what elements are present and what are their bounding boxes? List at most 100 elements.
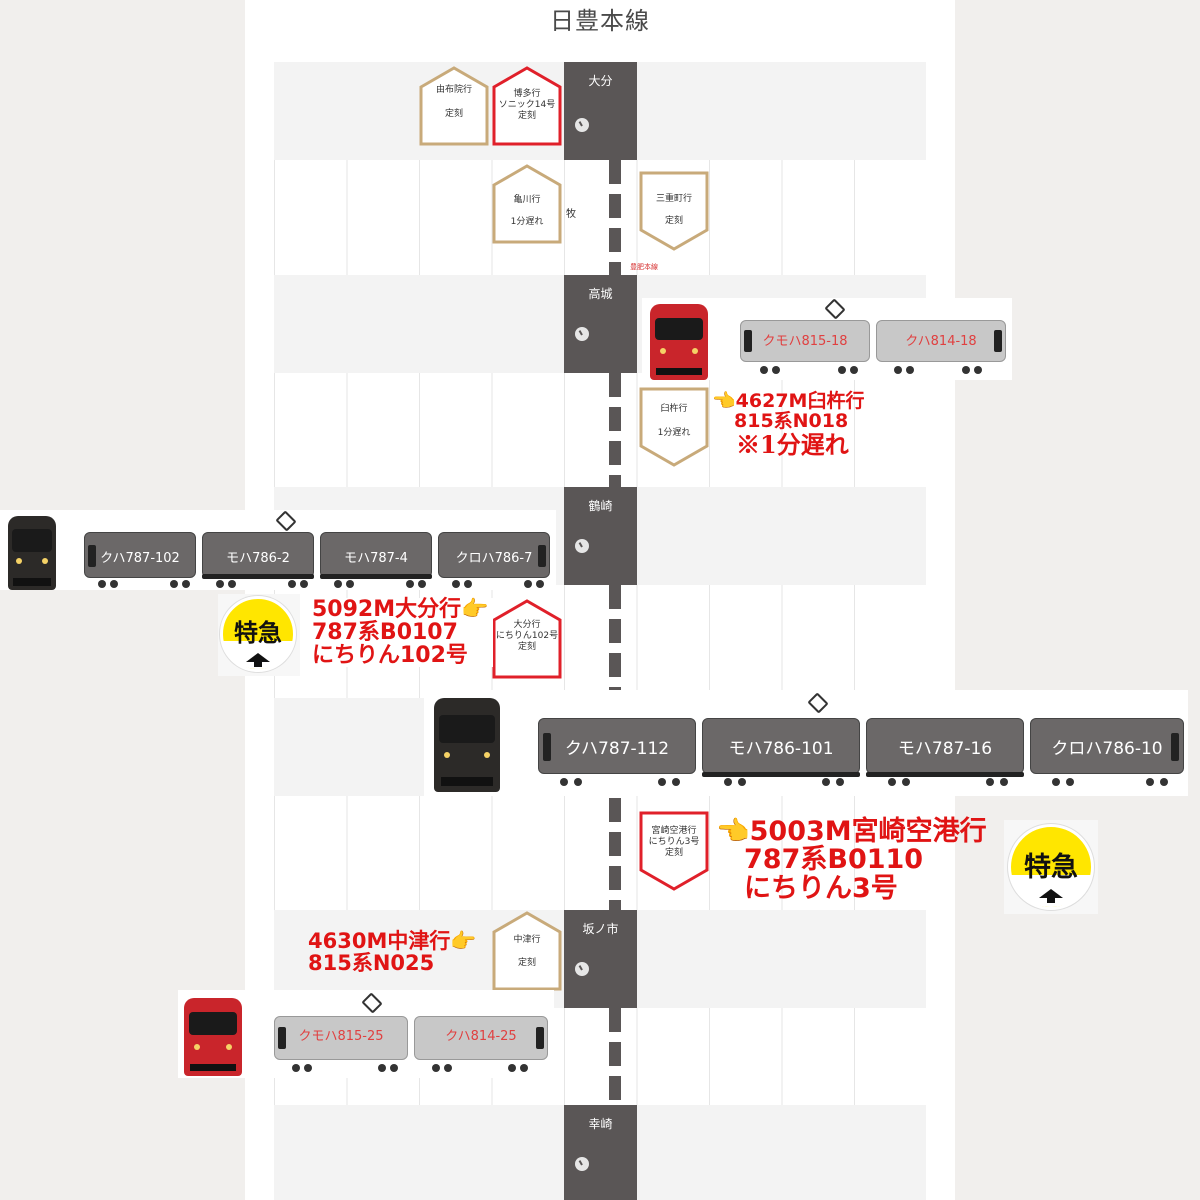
train-front-icon <box>434 698 500 792</box>
car-number: クハ787-112 <box>564 739 670 759</box>
annotation-line: 815系N025 <box>308 951 435 976</box>
train-marker-nakatsu[interactable]: 中津行 定刻 <box>491 910 563 992</box>
badge-container: 特急 <box>1004 820 1098 914</box>
maki-label: 牧 <box>566 209 576 220</box>
station-saganoseki[interactable]: 幸崎 <box>564 1105 637 1200</box>
marker-status: 定刻 <box>517 958 536 968</box>
annotation-line: ※1分遅れ <box>736 429 849 459</box>
annotation-line: 4627M臼杵行 <box>735 390 865 412</box>
pantograph-icon <box>807 692 829 714</box>
clock-icon[interactable] <box>575 1157 589 1171</box>
car-number: クモハ815-18 <box>762 334 848 349</box>
station-tsurusaki[interactable]: 鶴崎 <box>564 487 637 585</box>
train-815-n025[interactable]: クモハ815-25 クハ814-25 <box>178 990 554 1078</box>
train-marker-oita[interactable]: 大分行 にちりん102号 定刻 <box>491 598 563 680</box>
station-takajo[interactable]: 高城 <box>564 275 637 373</box>
pointer-left-icon: 👈 <box>716 816 750 847</box>
annotation-line: 787系B0107 <box>312 620 458 646</box>
car-number: クモハ815-25 <box>298 1029 384 1044</box>
car-number: モハ786-2 <box>226 551 290 566</box>
train-car: クロハ786-7 <box>438 532 550 578</box>
annotation-line: 5003M宮崎空港行 <box>749 816 987 847</box>
station-name: 高城 <box>588 287 613 301</box>
train-car: モハ786-2 <box>202 532 314 578</box>
up-arrow-icon <box>1039 889 1063 898</box>
station-sakanoichi[interactable]: 坂ノ市 <box>564 910 637 1008</box>
marker-dest: 宮崎空港行 <box>651 826 697 836</box>
track-segment <box>609 798 621 910</box>
marker-status: 定刻 <box>444 109 463 119</box>
train-car: クハ787-102 <box>84 532 196 578</box>
marker-service: にちりん102号 <box>495 631 559 641</box>
train-marker-usuki[interactable]: 臼杵行 1分遅れ <box>638 386 710 468</box>
marker-service: にちりん3号 <box>648 837 700 847</box>
train-car: クハ814-18 <box>876 320 1006 362</box>
marker-status: 定刻 <box>664 216 683 226</box>
marker-dest: 三重町行 <box>655 194 692 204</box>
marker-dest: 臼杵行 <box>660 404 688 414</box>
badge-container: 特急 <box>218 594 300 676</box>
annotation-line: にちりん3号 <box>744 872 898 904</box>
train-815-n018[interactable]: クモハ815-18 クハ814-18 <box>642 298 1012 380</box>
limited-express-badge: 特急 <box>220 596 296 672</box>
annotation-line: 5092M大分行 <box>312 597 462 622</box>
car-number: クロハ786-7 <box>455 551 533 566</box>
station-oita[interactable]: 大分 <box>564 62 637 160</box>
clock-icon[interactable] <box>575 962 589 976</box>
track-segment <box>609 160 621 275</box>
train-car: モハ786-101 <box>702 718 860 774</box>
train-marker-yufuin[interactable]: 由布院行 定刻 <box>418 65 490 147</box>
marker-dest: 由布院行 <box>435 85 472 95</box>
car-number: クハ814-18 <box>905 334 977 349</box>
car-number: クハ787-102 <box>100 551 180 566</box>
station-name: 幸崎 <box>588 1117 613 1131</box>
train-car: モハ787-4 <box>320 532 432 578</box>
train-front-icon <box>650 304 708 380</box>
train-marker-kamegawa[interactable]: 亀川行 1分遅れ <box>491 163 563 245</box>
limited-express-badge: 特急 <box>1008 824 1094 910</box>
badge-label: 特急 <box>1024 852 1078 883</box>
station-name: 大分 <box>588 74 613 88</box>
train-marker-hakata[interactable]: 博多行 ソニック14号 定刻 <box>491 65 563 147</box>
train-car: クモハ815-18 <box>740 320 870 362</box>
marker-dest: 大分行 <box>513 620 541 630</box>
marker-status: 定刻 <box>517 111 536 121</box>
station-name: 鶴崎 <box>588 499 613 513</box>
train-car: クハ787-112 <box>538 718 696 774</box>
annotation-line: 815系N018 <box>734 409 849 432</box>
annotation-line: 4630M中津行 <box>308 929 451 953</box>
marker-status: 1分遅れ <box>510 217 544 227</box>
annotation-5003m: 👈5003M宮崎空港行 787系B0110 にちりん3号 <box>716 816 987 904</box>
train-marker-mieemachi[interactable]: 三重町行 定刻 <box>638 170 710 252</box>
train-marker-miyazaki[interactable]: 宮崎空港行 にちりん3号 定刻 <box>638 810 710 892</box>
clock-icon[interactable] <box>575 118 589 132</box>
train-787-b0110[interactable]: クハ787-112 モハ786-101 モハ787-16 クロハ786-10 <box>424 690 1188 796</box>
car-number: クロハ786-10 <box>1051 739 1163 759</box>
up-arrow-icon <box>246 653 270 662</box>
right-margin <box>955 0 1200 1200</box>
pointer-left-icon: 👈 <box>712 390 736 412</box>
annotation-line: にちりん102号 <box>312 643 468 669</box>
marker-dest: 亀川行 <box>513 195 541 205</box>
track-segment <box>609 585 621 693</box>
train-car: クモハ815-25 <box>274 1016 408 1060</box>
annotation-4627m: 👈4627M臼杵行 815系N018 ※1分遅れ <box>712 390 865 459</box>
pantograph-icon <box>361 992 383 1014</box>
marker-dest: 博多行 <box>513 89 541 99</box>
pantograph-icon <box>275 510 297 532</box>
train-front-icon <box>184 998 242 1076</box>
marker-dest: 中津行 <box>513 935 541 945</box>
badge-label: 特急 <box>234 619 282 647</box>
pantograph-icon <box>824 298 846 320</box>
annotation-4630m: 4630M中津行👉 815系N025 <box>308 930 477 974</box>
annotation-line: 787系B0110 <box>744 844 924 876</box>
train-car: クロハ786-10 <box>1030 718 1184 774</box>
clock-icon[interactable] <box>575 327 589 341</box>
marker-service: ソニック14号 <box>498 100 556 110</box>
train-car: クハ814-25 <box>414 1016 548 1060</box>
clock-icon[interactable] <box>575 539 589 553</box>
train-car: モハ787-16 <box>866 718 1024 774</box>
pointer-icon: 👉 <box>461 597 489 622</box>
train-787-b0107[interactable]: クハ787-102 モハ786-2 モハ787-4 クロハ786-7 <box>0 510 556 590</box>
pointer-icon: 👉 <box>450 929 477 953</box>
